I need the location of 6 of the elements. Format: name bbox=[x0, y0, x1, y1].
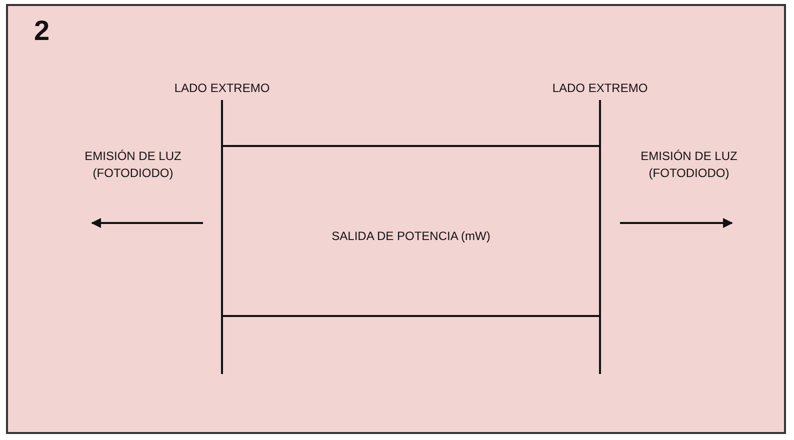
facet-label: LADO EXTREMO bbox=[173, 80, 271, 97]
cavity-label: SALIDA DE POTENCIA (mW) bbox=[330, 228, 492, 245]
emission-label: EMISIÓN DE LUZ (FOTODIODO) bbox=[84, 148, 182, 182]
figure-number: 2 bbox=[34, 14, 51, 48]
facet-label: LADO EXTREMO bbox=[551, 80, 649, 97]
emission-label: EMISIÓN DE LUZ (FOTODIODO) bbox=[640, 148, 738, 182]
